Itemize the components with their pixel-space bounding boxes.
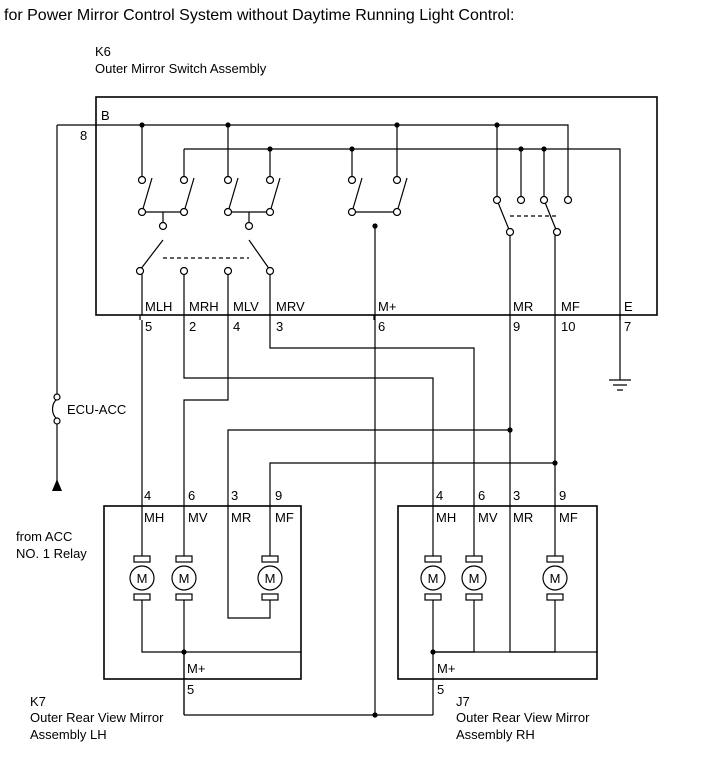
switch-b-label: B [101,108,110,123]
mirror-rh-pin: 9 [559,488,566,503]
motor-icon: M [550,571,561,586]
mirror-rh-common-label: M+ [437,661,455,676]
mirror-lh-pin: 9 [275,488,282,503]
mirror-rh-pin: 3 [513,488,520,503]
mirror-lh-terminal-label: MV [188,510,208,525]
switch-b-pin: 8 [80,128,87,143]
switch-ganged-links [163,215,557,259]
mirror-rh-common-pin: 5 [437,682,444,697]
switch-terminal-label: MRV [276,299,305,314]
switch-terminal-label: MLV [233,299,259,314]
mirror-rh-assembly: M M M [397,505,598,715]
switch-terminal-label: MRH [189,299,219,314]
mirror-lh-motor-mv: M [171,555,197,601]
source-label-line2: NO. 1 Relay [16,546,87,561]
switch-internal-wiring [57,124,621,380]
mirror-lh-terminal-label: MF [275,510,294,525]
switch-pin-number: 3 [276,319,283,334]
switch-pin-number: 9 [513,319,520,334]
arrow-up-icon [52,479,62,491]
mirror-rh-motor-mf: M [542,555,568,601]
mirror-rh-box [397,505,598,680]
motor-icon: M [179,571,190,586]
switch-pin-number: 7 [624,319,631,334]
mirror-lh-terminal-label: MR [231,510,251,525]
terminal-separators [139,315,621,320]
mirror-lh-common-label: M+ [187,661,205,676]
switch-terminal-label: M+ [378,299,396,314]
harness-wiring [141,226,556,716]
mirror-rh-name-line1: Outer Rear View Mirror [456,710,590,725]
mirror-rh-motor-mh: M [420,555,446,601]
mirror-lh-pin: 3 [231,488,238,503]
mirror-lh-motor-mh: M [129,555,155,601]
motor-icon: M [265,571,276,586]
diagram-title: for Power Mirror Control System without … [4,7,514,24]
switch-terminal-label: MF [561,299,580,314]
motor-icon: M [469,571,480,586]
mirror-rh-pin: 4 [436,488,443,503]
fuse-label: ECU-ACC [67,402,126,417]
mirror-rh-terminal-label: MH [436,510,456,525]
mirror-lh-name-line2: Assembly LH [30,727,107,742]
switch-terminal-labels: MLH MRH MLV MRV M+ MR MF E [145,299,633,314]
mirror-lh-box [103,505,302,680]
motor-icon: M [137,571,148,586]
power-feed-wiring [51,125,61,490]
mirror-lh-motor-mf: M [257,555,283,601]
switch-terminal-label: E [624,299,633,314]
motor-icon: M [428,571,439,586]
ground-icon [609,379,631,391]
switch-pin-numbers: 5 2 4 3 6 9 10 7 [145,319,631,334]
mirror-lh-pin: 6 [188,488,195,503]
switch-pin-number: 5 [145,319,152,334]
switch-terminal-label: MLH [145,299,172,314]
switch-assembly-name: Outer Mirror Switch Assembly [95,61,267,76]
mirror-rh-terminal-label: MV [478,510,498,525]
mirror-lh-code: K7 [30,694,46,709]
junction-dots [139,122,558,718]
switch-pin-number: 4 [233,319,240,334]
mirror-lh-assembly: M M M [103,505,302,715]
mirror-lh-common-pin: 5 [187,682,194,697]
mirror-lh-pin: 4 [144,488,151,503]
switch-pin-number: 6 [378,319,385,334]
mirror-rh-name-line2: Assembly RH [456,727,535,742]
switch-contacts [135,175,573,276]
switch-terminal-label: MR [513,299,533,314]
mirror-lh-name-line1: Outer Rear View Mirror [30,710,164,725]
switch-pin-number: 10 [561,319,575,334]
mirror-lh-terminal-label: MH [144,510,164,525]
mirror-rh-terminal-label: MF [559,510,578,525]
switch-assembly-code: K6 [95,44,111,59]
mirror-rh-code: J7 [456,694,470,709]
source-label-line1: from ACC [16,529,72,544]
mirror-rh-motor-mv: M [461,555,487,601]
mirror-rh-pin: 6 [478,488,485,503]
switch-assembly-box [95,96,658,316]
mirror-rh-terminal-label: MR [513,510,533,525]
switch-pin-number: 2 [189,319,196,334]
